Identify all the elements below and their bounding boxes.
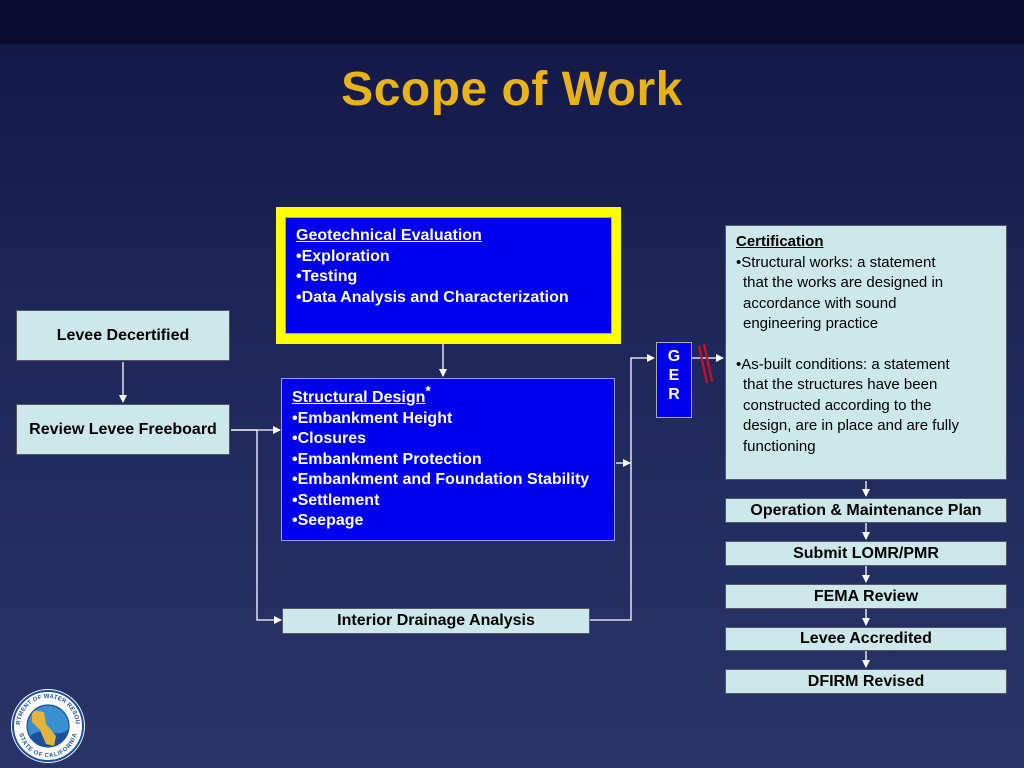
certification-box: Certification •Structural works: a state… xyxy=(725,225,1007,480)
certification-line: constructed according to the xyxy=(743,396,932,414)
interior-drainage-label: Interior Drainage Analysis xyxy=(337,612,535,629)
certification-heading: Certification xyxy=(736,233,824,250)
geotechnical-item: •Testing xyxy=(296,268,358,285)
structural-heading-row: Structural Design* xyxy=(292,384,604,409)
interior-drainage-box: Interior Drainage Analysis xyxy=(282,608,590,634)
slide-title: Scope of Work xyxy=(341,63,683,116)
levee-decertified-box: Levee Decertified xyxy=(16,310,230,361)
certification-line: •Structural works: a statement xyxy=(736,253,936,271)
certification-line: •As-built conditions: a statement xyxy=(736,355,950,373)
certification-line: design, are in place and are fully xyxy=(743,417,959,434)
levee-accredited-box: Levee Accredited xyxy=(725,627,1007,651)
geotechnical-heading: Geotechnical Evaluation xyxy=(296,227,482,244)
geotechnical-item: •Exploration xyxy=(296,247,390,265)
geotechnical-highlight: Geotechnical Evaluation •Exploration •Te… xyxy=(276,207,621,344)
geotechnical-item: •Data Analysis and Characterization xyxy=(296,288,569,306)
structural-design-box: Structural Design* •Embankment Height •C… xyxy=(281,378,615,541)
levee-accredited-label: Levee Accredited xyxy=(800,630,932,647)
top-band xyxy=(0,0,1024,44)
structural-heading: Structural Design xyxy=(292,389,426,406)
certification-line: accordance with sound xyxy=(743,294,897,312)
fema-review-label: FEMA Review xyxy=(813,587,919,605)
certification-line: that the structures have been xyxy=(743,376,938,393)
structural-item: •Seepage xyxy=(292,512,364,529)
structural-item: •Embankment and Foundation Stability xyxy=(292,471,590,488)
arrow-review-to-drainage xyxy=(231,429,282,624)
om-plan-label: Operation & Maintenance Plan xyxy=(750,501,982,519)
structural-item: •Settlement xyxy=(292,491,380,509)
submit-lomr-box: Submit LOMR/PMR xyxy=(725,541,1007,566)
review-freeboard-box: Review Levee Freeboard xyxy=(16,404,230,455)
review-freeboard-label: Review Levee Freeboard xyxy=(29,420,217,438)
structural-item: •Embankment Height xyxy=(292,409,453,427)
structural-item: •Embankment Protection xyxy=(292,450,482,468)
certification-item-asbuilt: •As-built conditions: a statement that t… xyxy=(736,355,996,458)
om-plan-box: Operation & Maintenance Plan xyxy=(725,498,1007,523)
ger-box: G E R xyxy=(656,342,692,418)
certification-spacer xyxy=(736,335,996,355)
certification-line: that the works are designed in xyxy=(743,274,944,291)
ger-letter-e: E xyxy=(668,367,680,384)
certification-line: functioning xyxy=(743,437,816,455)
ger-letter-r: R xyxy=(668,386,680,403)
geotechnical-box: Geotechnical Evaluation •Exploration •Te… xyxy=(285,217,612,334)
dwr-seal-logo: DEPARTMENT OF WATER RESOURCES STATE OF C… xyxy=(10,688,85,763)
levee-decertified-label: Levee Decertified xyxy=(56,326,190,344)
fema-review-box: FEMA Review xyxy=(725,584,1007,609)
structural-item: •Closures xyxy=(292,430,367,447)
dfirm-revised-label: DFIRM Revised xyxy=(807,672,925,690)
certification-item-structural: •Structural works: a statement that the … xyxy=(736,253,996,335)
certification-line: engineering practice xyxy=(743,315,879,332)
ger-letter-g: G xyxy=(667,348,681,365)
line-drainage-to-merge xyxy=(590,354,655,621)
structural-asterisk: * xyxy=(425,382,431,399)
dfirm-revised-box: DFIRM Revised xyxy=(725,669,1007,694)
submit-lomr-label: Submit LOMR/PMR xyxy=(793,544,939,562)
strike-marks xyxy=(697,343,714,384)
